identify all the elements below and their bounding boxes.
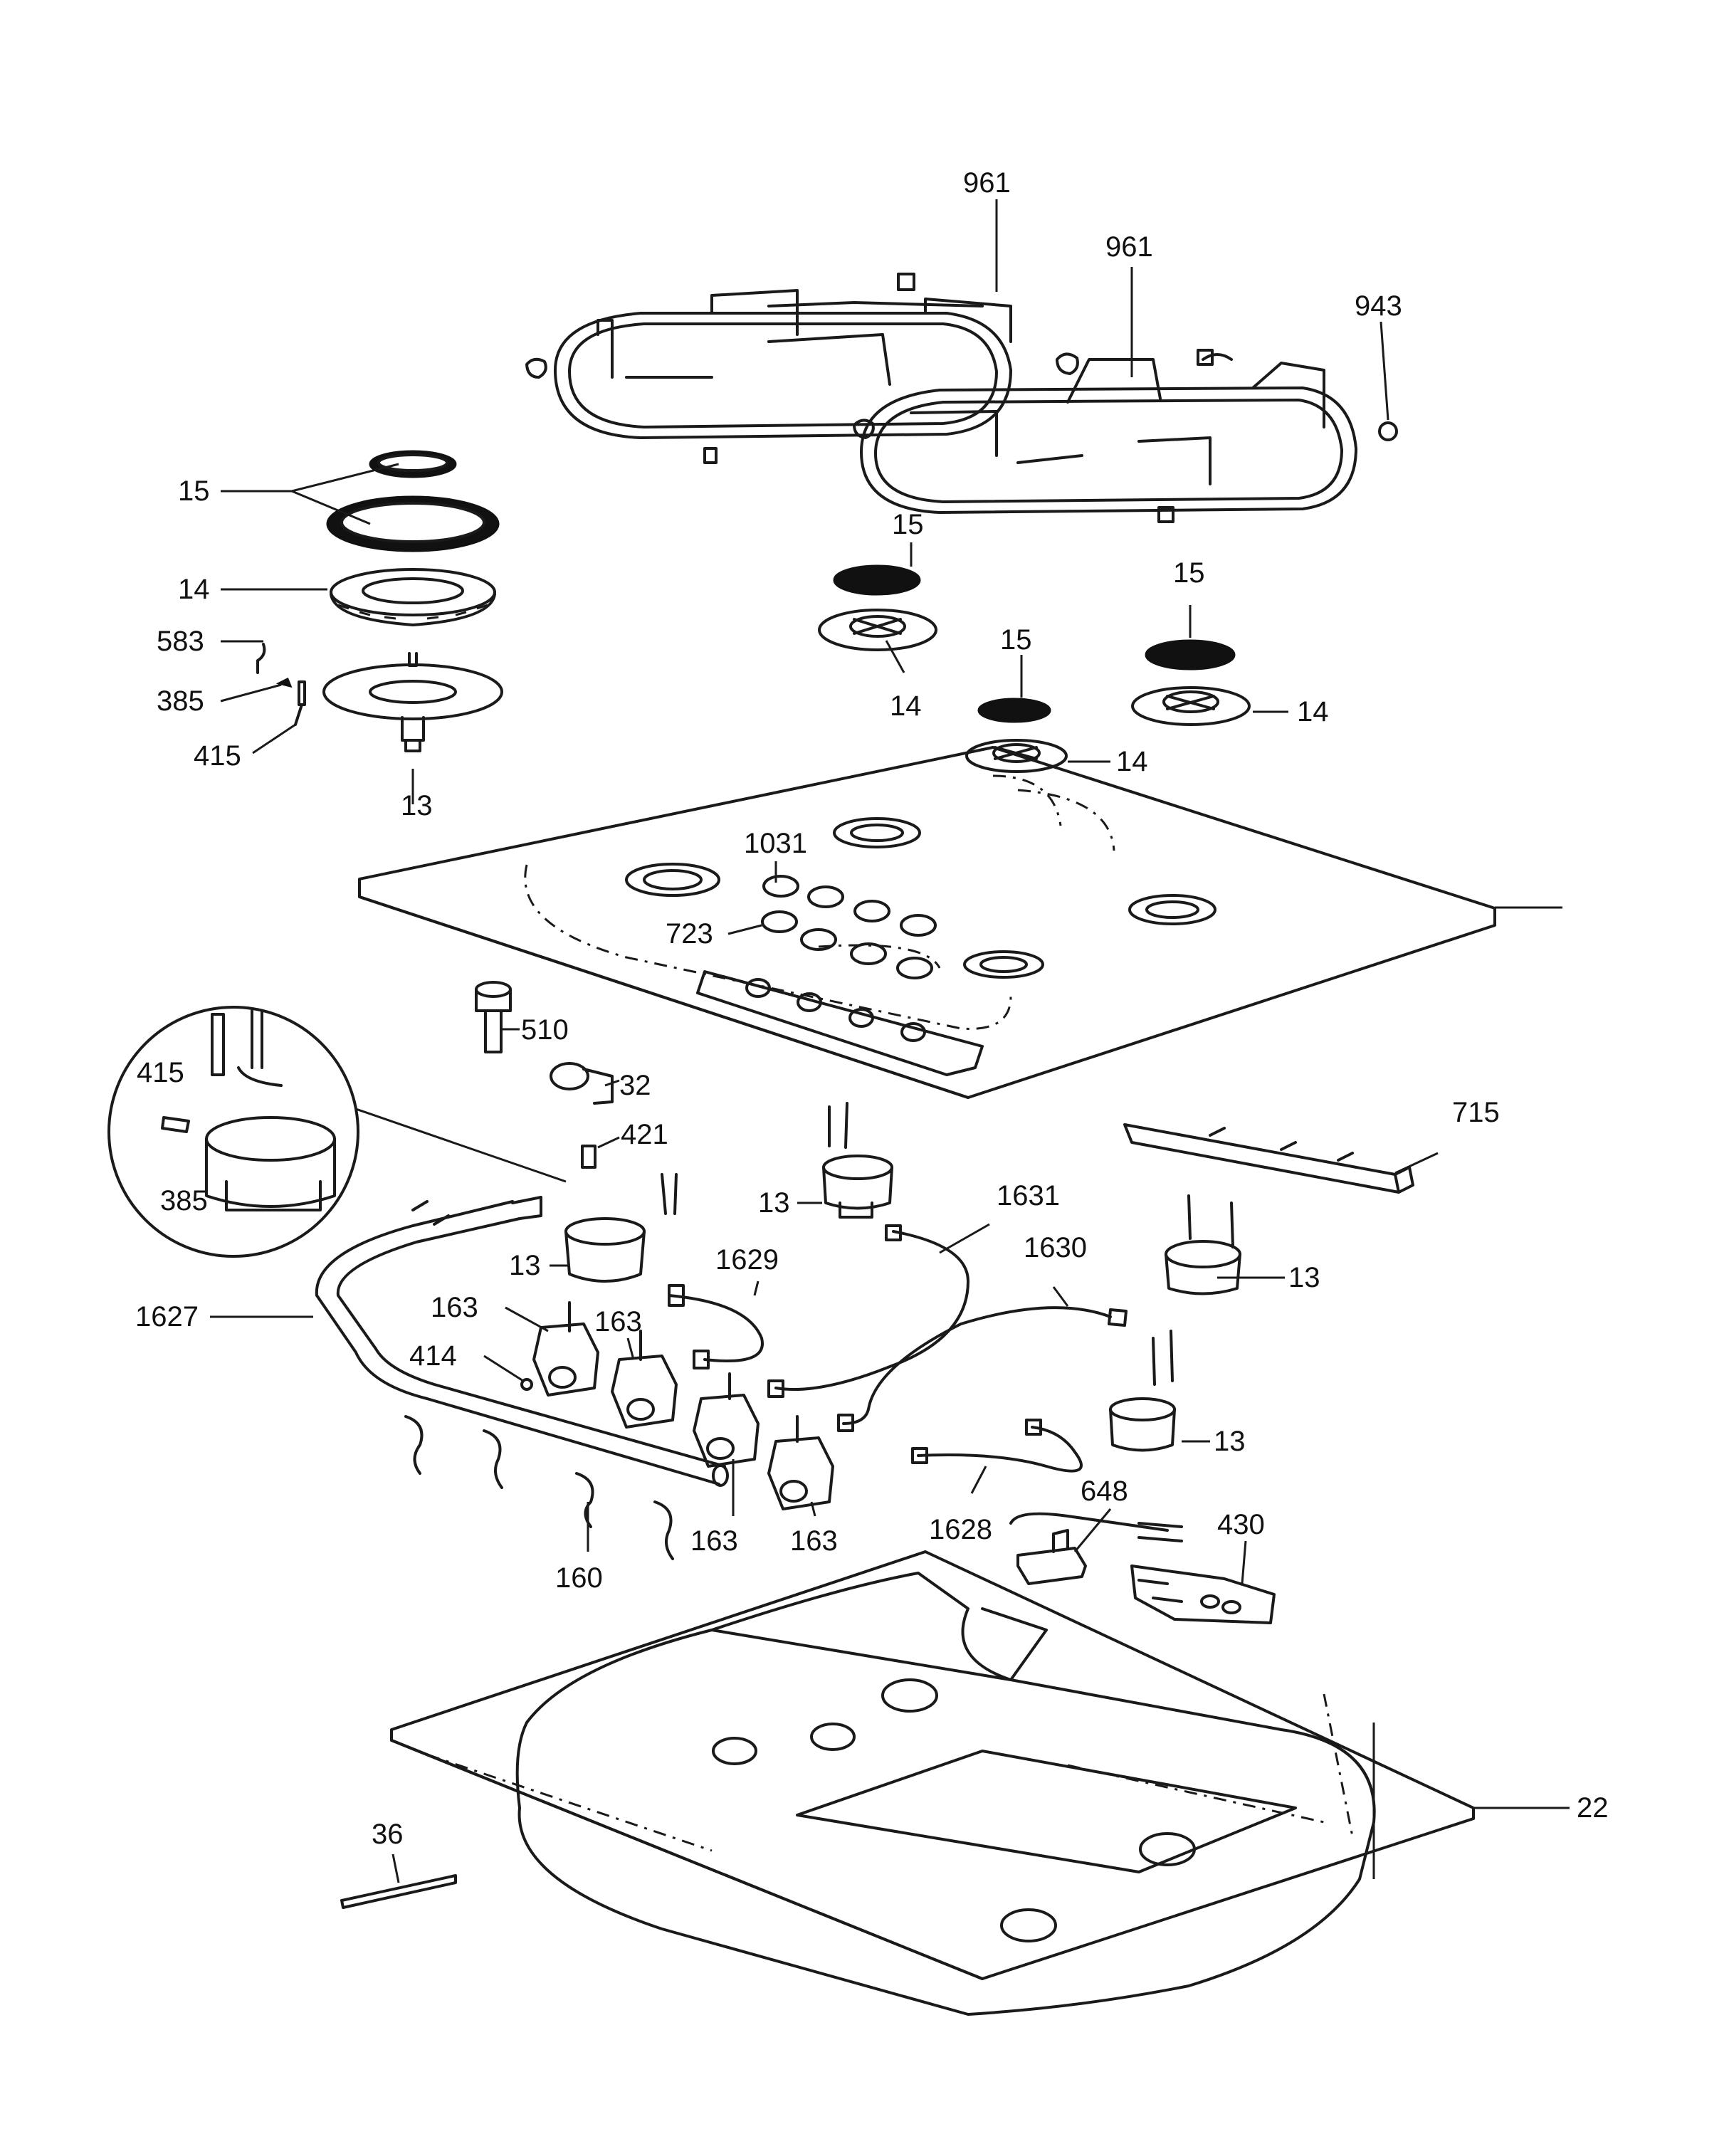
- valve-1: [532, 1301, 599, 1397]
- label-961-left: 961: [963, 167, 1011, 199]
- label-13-front-right: 13: [1214, 1426, 1246, 1457]
- label-583: 583: [157, 626, 204, 657]
- label-36: 36: [372, 1819, 404, 1850]
- label-13-large: 13: [401, 790, 433, 821]
- label-421: 421: [621, 1119, 668, 1150]
- burner-body-front-left: [564, 1173, 678, 1283]
- gas-manifold: [315, 1196, 729, 1487]
- label-22: 22: [1577, 1792, 1609, 1824]
- tube-1629: [668, 1284, 764, 1369]
- label-1630: 1630: [1024, 1232, 1087, 1263]
- valve-4: [767, 1415, 834, 1510]
- label-14-large: 14: [178, 574, 210, 605]
- label-14-a: 14: [890, 690, 922, 722]
- label-14-c: 14: [1297, 696, 1329, 727]
- bottom-tray: [390, 1550, 1475, 2016]
- leader-lines: [210, 199, 1570, 1883]
- label-15-large: 15: [178, 475, 210, 507]
- label-15-b: 15: [1000, 624, 1032, 656]
- label-1627: 1627: [135, 1301, 199, 1332]
- label-14-b: 14: [1116, 746, 1148, 777]
- connector-510: [475, 981, 512, 1053]
- label-415: 415: [194, 740, 241, 772]
- label-13-front-left: 13: [509, 1250, 541, 1281]
- label-385-detail: 385: [160, 1185, 208, 1216]
- burner-b: [965, 698, 1068, 773]
- label-385: 385: [157, 685, 204, 717]
- label-163-4: 163: [790, 1525, 838, 1557]
- label-715: 715: [1452, 1097, 1500, 1128]
- label-13-right: 13: [1288, 1262, 1320, 1293]
- label-414: 414: [409, 1340, 457, 1372]
- burner-body-right: [1165, 1194, 1241, 1295]
- burner-a: [818, 564, 937, 651]
- seal-414: [520, 1378, 533, 1391]
- oring-421: [581, 1145, 597, 1169]
- valve-2: [611, 1330, 678, 1429]
- label-163-1: 163: [431, 1292, 478, 1323]
- grate-foot: [1378, 421, 1398, 441]
- tube-1630: [837, 1306, 1128, 1432]
- label-1631: 1631: [997, 1180, 1060, 1211]
- grate-right: [853, 349, 1357, 523]
- burner-body-front-right: [1109, 1330, 1176, 1452]
- elbow-32: [550, 1062, 614, 1105]
- label-1031: 1031: [744, 828, 807, 859]
- valve-3: [693, 1372, 760, 1468]
- part-labels: 961 961 943 15 14 583 385 415 13 15 14 1…: [135, 167, 1609, 1850]
- label-15-c: 15: [1173, 557, 1205, 589]
- label-430: 430: [1217, 1509, 1265, 1540]
- switch-648: [1009, 1512, 1183, 1585]
- large-burner-stack: [256, 450, 503, 752]
- label-163-2: 163: [594, 1306, 642, 1337]
- detail-circle: [107, 1006, 567, 1258]
- igniter-430: [1130, 1565, 1276, 1624]
- label-510: 510: [521, 1014, 569, 1046]
- label-723: 723: [666, 918, 713, 950]
- burner-c: [1131, 639, 1251, 726]
- label-160: 160: [555, 1562, 603, 1594]
- label-1629: 1629: [715, 1244, 779, 1276]
- clamps: [404, 1415, 674, 1560]
- rail-715: [1123, 1123, 1414, 1194]
- label-1628: 1628: [929, 1514, 992, 1545]
- tube-1631: [767, 1224, 969, 1398]
- label-961-right: 961: [1105, 231, 1153, 263]
- label-15-a: 15: [892, 509, 924, 540]
- label-13-back: 13: [758, 1187, 790, 1219]
- strip-36: [340, 1874, 457, 1909]
- label-648: 648: [1081, 1476, 1128, 1507]
- grate-left: [525, 273, 1012, 464]
- label-163-3: 163: [690, 1525, 738, 1557]
- tube-1628: [911, 1419, 1083, 1473]
- label-415-detail: 415: [137, 1057, 184, 1088]
- label-32: 32: [619, 1070, 651, 1101]
- label-943: 943: [1355, 290, 1402, 322]
- cooktop-panel: [358, 746, 1496, 1099]
- burner-body-back: [822, 1102, 893, 1219]
